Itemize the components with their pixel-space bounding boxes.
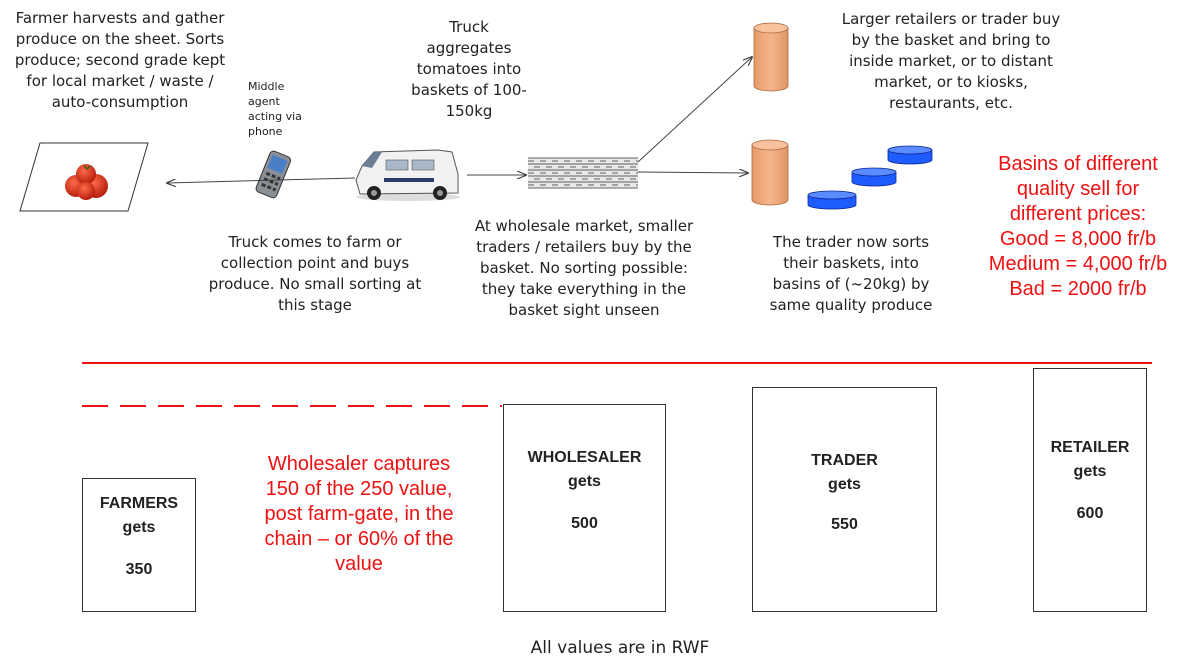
truck-icon (355, 149, 460, 201)
arrow-to-trader (637, 172, 748, 173)
box-name: FARMERS (99, 495, 179, 512)
truck-aggregates-text: Truck aggregates tomatoes into baskets o… (411, 18, 527, 120)
basket-bundle-icon (528, 157, 638, 189)
basin-icon (807, 190, 857, 210)
mobile-phone-icon (255, 150, 292, 199)
basin-icon (887, 145, 933, 165)
farmer-harvest-text: Farmer harvests and gather produce on th… (14, 9, 226, 111)
box-value: 550 (831, 516, 858, 533)
box-gets: gets (568, 473, 601, 490)
cylinder-icon (751, 139, 789, 206)
middle-agent-text: Middle agent acting via phone (248, 80, 302, 138)
flow-diagram (19, 22, 933, 212)
retailers-text: Larger retailers or trader buy by the ba… (841, 10, 1061, 112)
box-name: RETAILER (1050, 439, 1130, 456)
box-value: 500 (571, 515, 598, 532)
basin-icon (851, 167, 897, 187)
box-gets: gets (828, 476, 861, 493)
truck-buys-text: Truck comes to farm or collection point … (208, 233, 422, 314)
retailer-value-box: RETAILER gets 600 (1033, 368, 1147, 612)
arrow-truck-to-farm (167, 177, 356, 183)
farmers-value-box: FARMERS gets 350 (82, 478, 196, 612)
box-gets: gets (122, 519, 156, 536)
basins-prices-text: Basins of different quality sell for dif… (988, 153, 1168, 300)
cylinder-icon (753, 22, 789, 92)
tomatoes-icon (65, 164, 108, 200)
footer-note: All values are in RWF (530, 638, 710, 658)
trader-value-box: TRADER gets 550 (752, 387, 937, 612)
box-gets: gets (1073, 463, 1107, 480)
box-name: WHOLESALER (527, 449, 642, 466)
wholesaler-captures-text: Wholesaler captures 150 of the 250 value… (264, 453, 454, 575)
trader-sorts-text: The trader now sorts their baskets, into… (769, 233, 933, 314)
wholesale-market-text: At wholesale market, smaller traders / r… (474, 217, 694, 319)
value-lines (82, 362, 1152, 407)
box-name: TRADER (811, 452, 878, 469)
arrow-to-retailers (637, 57, 752, 163)
wholesaler-value-box: WHOLESALER gets 500 (503, 404, 666, 612)
box-value: 600 (1076, 505, 1104, 522)
box-value: 350 (125, 561, 153, 578)
